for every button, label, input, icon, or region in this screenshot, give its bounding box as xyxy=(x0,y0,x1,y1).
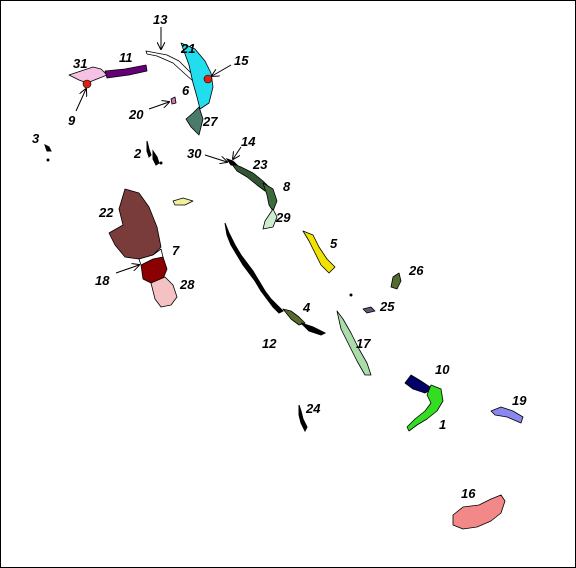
label-3: 3 xyxy=(32,131,40,146)
label-22: 22 xyxy=(98,205,114,220)
marker-9[interactable] xyxy=(82,79,92,89)
island-26[interactable] xyxy=(390,272,402,290)
label-18: 18 xyxy=(95,273,110,288)
label-11: 11 xyxy=(119,50,133,65)
island-6[interactable] xyxy=(180,42,214,110)
island-30 xyxy=(225,158,239,166)
label-31: 31 xyxy=(73,56,87,71)
label-24: 24 xyxy=(305,401,321,416)
island-25[interactable] xyxy=(362,306,376,314)
island-27[interactable] xyxy=(185,106,204,136)
island-3 xyxy=(44,144,52,152)
island-11[interactable] xyxy=(104,64,148,79)
label-7: 7 xyxy=(172,243,180,258)
island-20[interactable] xyxy=(170,96,177,105)
island-2-dot xyxy=(159,161,163,165)
island-22[interactable] xyxy=(108,188,162,260)
label-4: 4 xyxy=(302,300,311,315)
island-unlabeled[interactable] xyxy=(172,197,194,206)
label-23: 23 xyxy=(252,157,268,172)
label-9: 9 xyxy=(68,113,76,128)
island-24 xyxy=(298,404,308,433)
island-8[interactable] xyxy=(262,182,278,212)
label-29: 29 xyxy=(275,210,291,225)
label-16: 16 xyxy=(461,486,476,501)
label-21: 21 xyxy=(180,41,195,56)
label-13: 13 xyxy=(153,12,168,27)
label-25: 25 xyxy=(379,299,395,314)
label-30: 30 xyxy=(187,146,202,161)
island-2 xyxy=(146,140,152,158)
arrow-20 xyxy=(148,102,169,110)
arrow-30 xyxy=(204,154,227,162)
island-4[interactable] xyxy=(282,308,306,326)
island-16[interactable] xyxy=(452,494,506,530)
label-14: 14 xyxy=(241,134,256,149)
region-labels: 1 2 3 4 5 6 7 8 9 10 11 12 13 14 15 16 1… xyxy=(32,12,527,501)
islands-24-specks xyxy=(298,404,308,433)
label-20: 20 xyxy=(128,107,144,122)
islands-12-specks xyxy=(224,222,353,336)
island-5[interactable] xyxy=(302,230,336,274)
label-27: 27 xyxy=(202,114,218,129)
island-28[interactable] xyxy=(150,276,178,308)
island-18[interactable] xyxy=(140,256,168,284)
island-12 xyxy=(224,222,284,314)
label-19: 19 xyxy=(512,393,527,408)
island-19[interactable] xyxy=(490,406,524,424)
label-12: 12 xyxy=(262,336,277,351)
arrow-15 xyxy=(212,64,232,76)
marker-15[interactable] xyxy=(203,74,213,84)
label-10: 10 xyxy=(435,362,450,377)
label-2: 2 xyxy=(133,146,142,161)
label-15: 15 xyxy=(234,53,249,68)
label-6: 6 xyxy=(182,83,190,98)
island-12-tail xyxy=(300,322,327,336)
label-8: 8 xyxy=(283,179,291,194)
arrow-14 xyxy=(233,146,242,159)
island-12-dot xyxy=(349,293,353,297)
islands-3-specks xyxy=(44,144,52,162)
island-2-speck xyxy=(152,149,160,166)
islands-2-specks xyxy=(146,140,163,166)
island-1[interactable] xyxy=(406,384,444,432)
island-3-dot xyxy=(46,158,50,162)
island-17[interactable] xyxy=(336,310,372,376)
label-1: 1 xyxy=(439,417,446,432)
label-5: 5 xyxy=(330,236,338,251)
label-26: 26 xyxy=(408,263,424,278)
label-28: 28 xyxy=(179,277,195,292)
arrow-18 xyxy=(115,265,139,274)
label-17: 17 xyxy=(356,336,371,351)
island-29[interactable] xyxy=(262,208,278,230)
arrow-9 xyxy=(75,89,86,112)
islands-30-specks xyxy=(225,158,239,166)
